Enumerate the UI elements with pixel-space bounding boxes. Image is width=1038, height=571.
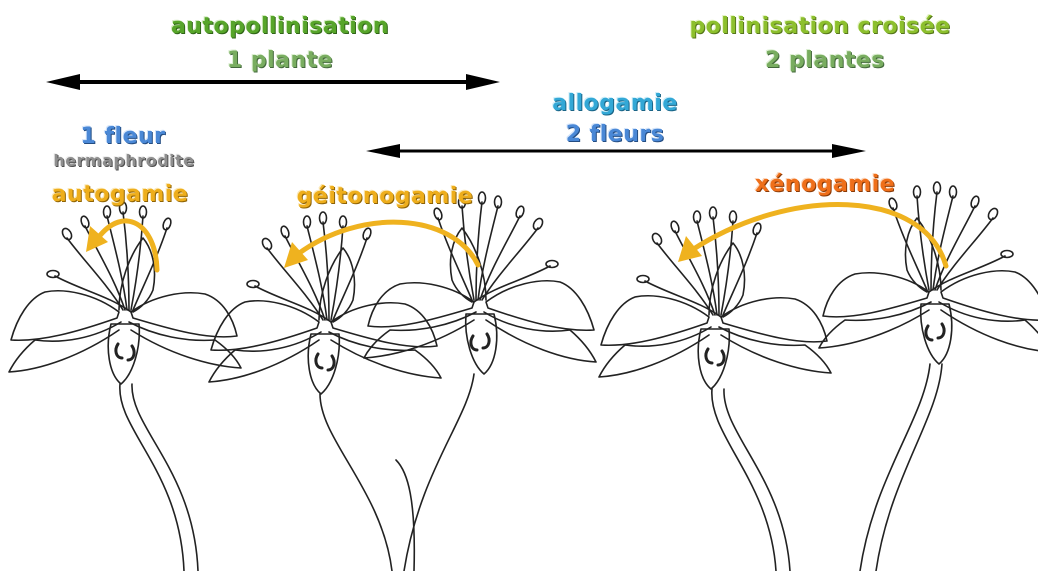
label-deux-plantes: 2 plantes xyxy=(735,48,915,73)
label-allogamie: allogamie xyxy=(515,91,715,116)
range-arrow-autopollinisation xyxy=(46,74,500,90)
arrowhead-geitonogamie xyxy=(284,242,308,268)
label-une-fleur: 1 fleur xyxy=(48,124,198,149)
label-une-plante: 1 plante xyxy=(180,48,380,73)
label-hermaphrodite: hermaphrodite xyxy=(14,151,234,170)
label-xenogamie: xénogamie xyxy=(720,172,930,197)
label-autogamie: autogamie xyxy=(20,182,220,207)
arrowhead-xenogamie xyxy=(678,236,702,262)
label-deux-fleurs: 2 fleurs xyxy=(520,122,710,147)
flower-xenogamie-right xyxy=(819,182,1038,571)
flower-xenogamie-left xyxy=(599,207,831,571)
flower-geitonogamie-right xyxy=(364,192,596,571)
label-autopollinisation: autopollinisation xyxy=(130,14,430,39)
flower-geitonogamie-left xyxy=(209,212,441,571)
label-geitonogamie: géitonogamie xyxy=(255,184,515,209)
flower-autogamie xyxy=(9,202,241,571)
label-pollinisation-croisee: pollinisation croisée xyxy=(650,14,990,39)
